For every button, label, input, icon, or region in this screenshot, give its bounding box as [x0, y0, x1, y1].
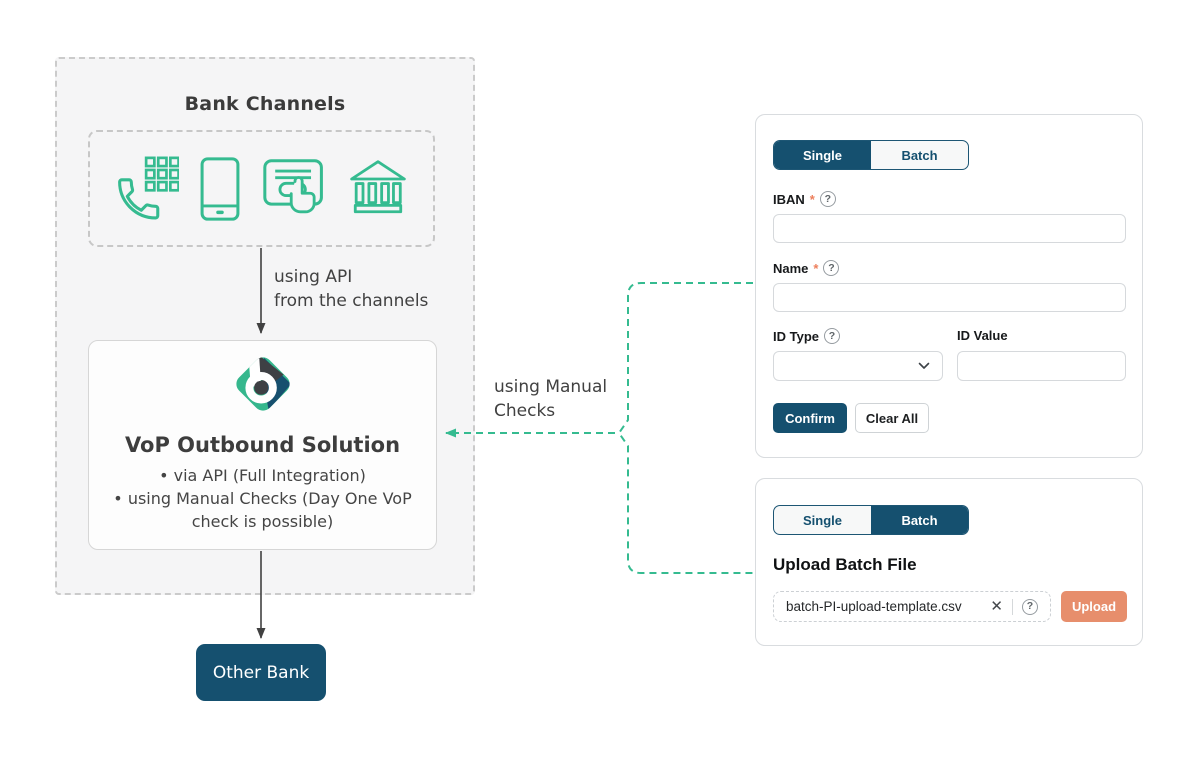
- card-payment-icon: [262, 153, 328, 225]
- batch-file-input[interactable]: batch-PI-upload-template.csv ✕ ?: [773, 591, 1051, 622]
- mode-tabs: Single Batch: [773, 505, 969, 535]
- tab-batch[interactable]: Batch: [871, 506, 968, 534]
- upload-batch-heading: Upload Batch File: [773, 555, 917, 574]
- tab-batch[interactable]: Batch: [901, 147, 938, 163]
- help-icon[interactable]: ?: [819, 191, 836, 207]
- confirm-button[interactable]: Confirm: [773, 403, 847, 433]
- help-icon[interactable]: ?: [823, 260, 840, 276]
- name-input[interactable]: [773, 283, 1126, 312]
- batch-upload-panel: Single Batch Upload Batch File batch-PI-…: [755, 478, 1143, 646]
- vop-brand-logo-icon: [232, 354, 293, 419]
- vop-bullet: via API (Full Integration): [98, 464, 428, 487]
- single-verification-panel: Single Batch IBAN * ? Name * ? ID Type ?…: [755, 114, 1143, 458]
- required-marker: *: [813, 260, 819, 276]
- divider: [1012, 598, 1013, 615]
- iban-label-row: IBAN * ?: [773, 191, 836, 207]
- id-type-label-row: ID Type ?: [773, 328, 840, 344]
- other-bank-label: Other Bank: [212, 662, 310, 683]
- help-icon[interactable]: ?: [1022, 598, 1038, 615]
- bank-building-icon: [348, 157, 408, 221]
- vop-bullet: using Manual Checks (Day One VoP check i…: [98, 487, 428, 533]
- upload-button[interactable]: Upload: [1061, 591, 1127, 622]
- tab-single[interactable]: Single: [802, 512, 842, 528]
- mode-tabs: Single Batch: [773, 140, 969, 170]
- clear-file-icon[interactable]: ✕: [990, 598, 1003, 615]
- phone-keypad-icon: [115, 154, 179, 224]
- iban-label: IBAN: [773, 191, 805, 207]
- channel-icons-box: [88, 130, 435, 247]
- name-label-row: Name * ?: [773, 260, 840, 276]
- id-type-select[interactable]: [773, 351, 943, 381]
- id-type-label: ID Type: [773, 328, 819, 344]
- vop-bullet-list: via API (Full Integration) using Manual …: [98, 464, 428, 533]
- id-value-label-row: ID Value: [957, 328, 1008, 343]
- manual-checks-label: using Manual Checks: [494, 377, 608, 421]
- id-value-input[interactable]: [957, 351, 1126, 381]
- required-marker: *: [809, 191, 815, 207]
- api-arrow-label: using API from the channels: [274, 267, 429, 311]
- selected-file-name: batch-PI-upload-template.csv: [786, 599, 962, 614]
- clear-all-button[interactable]: Clear All: [855, 403, 929, 433]
- name-label: Name: [773, 260, 809, 276]
- bank-channels-title: Bank Channels: [184, 93, 346, 115]
- tab-single[interactable]: Single: [774, 141, 871, 169]
- chevron-down-icon: [918, 357, 930, 375]
- iban-input[interactable]: [773, 214, 1126, 243]
- vop-title: VoP Outbound Solution: [124, 433, 401, 457]
- help-icon[interactable]: ?: [824, 328, 840, 344]
- id-value-label: ID Value: [957, 328, 1008, 343]
- other-bank-node: Other Bank: [196, 644, 326, 701]
- vop-solution-box: VoP Outbound Solution via API (Full Inte…: [88, 340, 437, 550]
- mobile-phone-icon: [199, 156, 241, 222]
